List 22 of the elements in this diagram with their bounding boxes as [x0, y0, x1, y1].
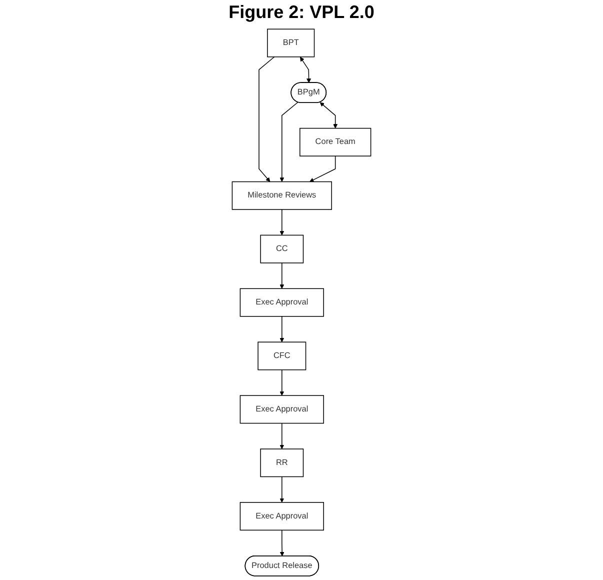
arrow [280, 476, 284, 503]
arrow [280, 209, 284, 236]
arrow [280, 530, 284, 556]
arrow [280, 422, 284, 450]
arrow [300, 56, 312, 84]
node-box: RR [260, 448, 304, 478]
node-box: CFC [258, 342, 306, 370]
arrow [309, 156, 336, 182]
arrow [280, 316, 284, 342]
arrow [320, 102, 338, 128]
node-box: Milestone Reviews [232, 181, 332, 210]
arrow [258, 56, 275, 182]
arrow [280, 369, 284, 396]
arrow [280, 102, 298, 182]
node-box: Exec Approval [240, 395, 324, 424]
node-box: BPT [267, 28, 315, 58]
node-box: CC [260, 234, 304, 264]
node-box: Exec Approval [240, 502, 324, 531]
node-box: Exec Approval [240, 288, 324, 317]
node-box: Core Team [300, 128, 372, 156]
diagram-title: Figure 2: VPL 2.0 [228, 2, 374, 23]
arrow [280, 262, 284, 289]
